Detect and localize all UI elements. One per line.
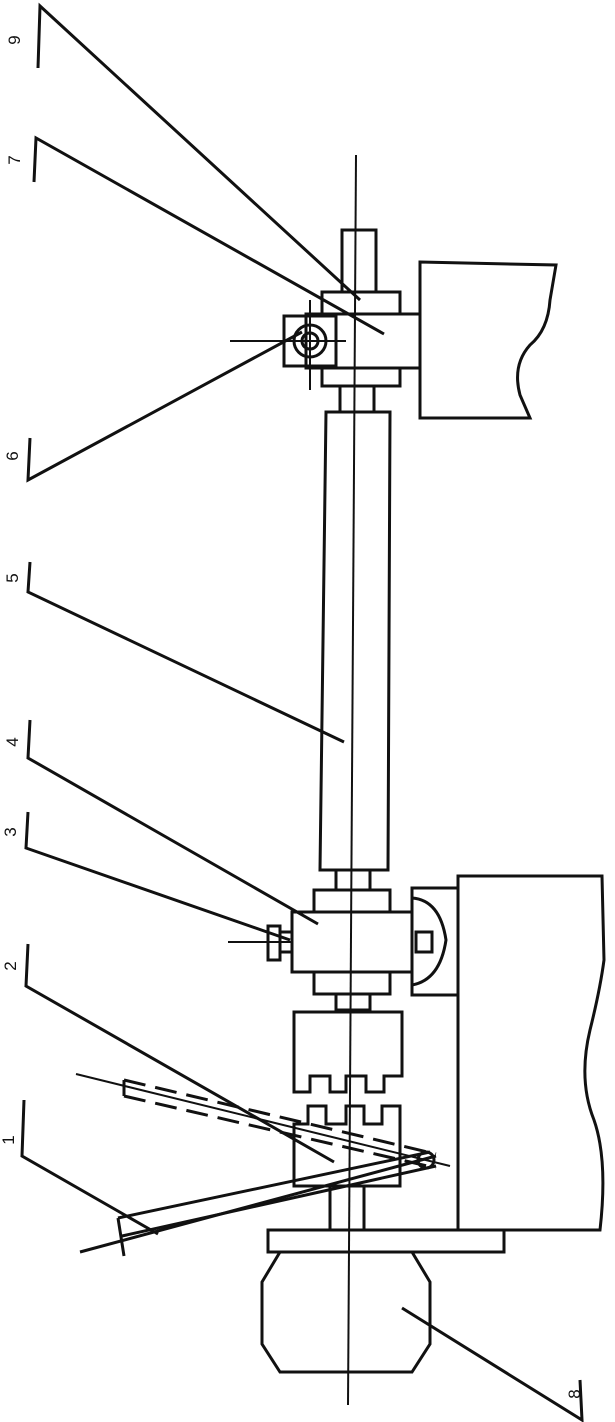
callout-1-label: 1	[0, 1135, 18, 1144]
callout-6-leader	[26, 330, 303, 483]
callout-9-label: 9	[5, 35, 24, 44]
upper-bearing-lower-collar	[320, 366, 402, 388]
callout-5-label: 5	[3, 573, 22, 582]
long-shaft	[318, 410, 392, 872]
lower-shaft	[328, 1184, 366, 1232]
side-bracket-curve	[411, 896, 448, 987]
side-bracket-pin	[414, 930, 434, 954]
callout-8-leader	[401, 1306, 584, 1422]
upper-shaft-neck	[338, 384, 376, 414]
callout-7-leader	[32, 135, 385, 336]
callout-6-label: 6	[3, 451, 22, 460]
callout-2-label: 2	[1, 961, 20, 970]
callout-1-leader	[20, 1099, 159, 1236]
lever-end-cap	[116, 1217, 126, 1257]
callout-7-label: 7	[5, 155, 24, 164]
motor-body	[260, 1250, 432, 1374]
callout-5-leader	[26, 561, 345, 744]
main-base-block	[456, 874, 606, 1232]
gear-coupling-lower	[292, 1104, 402, 1188]
upper-bearing-collar	[320, 290, 402, 316]
callout-3-label: 3	[1, 827, 20, 836]
gear-coupling-upper	[292, 1010, 404, 1094]
lever-pivot	[416, 1150, 436, 1170]
callout-8-label: 8	[565, 1389, 584, 1398]
side-bracket	[410, 886, 460, 997]
mid-shaft-neck-top	[334, 868, 372, 892]
callout-9-leader	[36, 2, 362, 302]
callout-4-label: 4	[3, 737, 22, 746]
callout-2-leader	[24, 943, 335, 1164]
mid-bearing-bottom-collar	[312, 970, 392, 996]
base-plate	[266, 1228, 506, 1254]
center-axis	[347, 154, 357, 1406]
lever-alt-position-a	[123, 1078, 437, 1156]
lever-line-b	[121, 1164, 437, 1238]
callout-4-leader	[26, 719, 319, 926]
lever-line-c	[117, 1150, 431, 1220]
lever-line-a	[79, 1154, 437, 1254]
upper-base-block	[418, 260, 558, 420]
mid-shaft-neck-bottom	[334, 992, 372, 1012]
callout-3-leader	[24, 811, 291, 942]
upper-shaft-end	[340, 228, 378, 294]
